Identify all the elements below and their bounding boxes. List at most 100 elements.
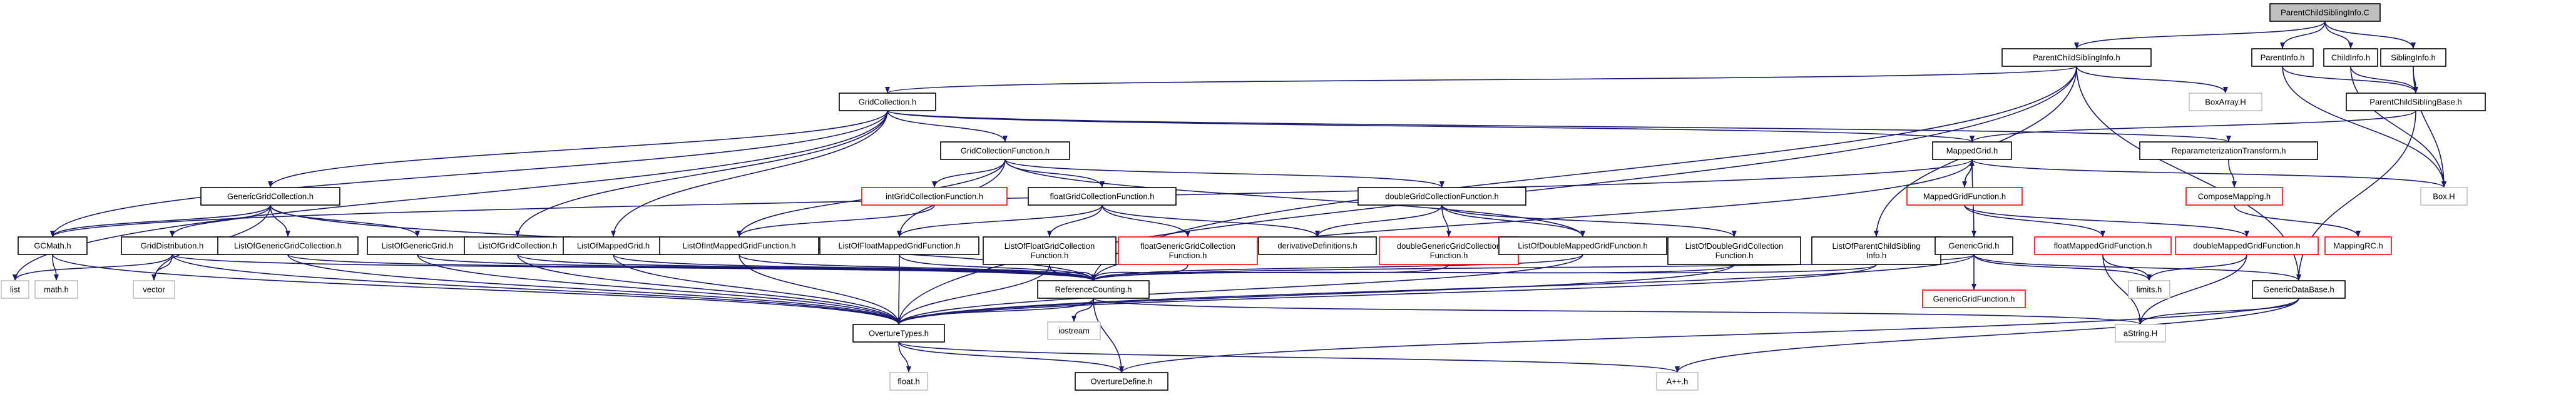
node-box-overturedefine bbox=[1075, 372, 1168, 391]
node-box-intgridcollfunc bbox=[861, 187, 1008, 206]
node-listofgenericgrid[interactable]: ListOfGenericGrid.h bbox=[367, 236, 468, 255]
node-box-gridcollfunc bbox=[940, 141, 1070, 160]
arrowhead-intgridcollfunc-to-listofintmgf bbox=[737, 231, 742, 237]
arrowhead-doublegridcollfunc-to-derivdefs bbox=[1315, 231, 1320, 237]
node-genericgridfunc[interactable]: GenericGridFunction.h bbox=[1922, 289, 2026, 308]
node-box-mappingrc bbox=[2324, 236, 2392, 255]
node-box-listoffloatgcf bbox=[983, 236, 1117, 265]
node-floatgridcollfunc[interactable]: floatGridCollectionFunction.h bbox=[1028, 187, 1177, 206]
arrowhead-genericgridcoll-to-listofgenericgridcoll bbox=[285, 231, 290, 237]
node-listofdoublemgf[interactable]: ListOfDoubleMappedGridFunction.h bbox=[1498, 236, 1667, 255]
arrowhead-genericgrid-to-limits bbox=[2147, 274, 2152, 281]
edge-doublemgf-to-astring bbox=[2140, 254, 2247, 325]
node-label-listoffloatgcf-1: ListOfFloatGridCollection bbox=[1004, 241, 1095, 251]
arrowhead-composemapping-to-mappingrc bbox=[2356, 231, 2361, 237]
edge-gridcollfunc-to-listofdoublemgf bbox=[1004, 159, 1583, 238]
node-box-floatgenericgcf bbox=[1118, 236, 1258, 265]
node-label-vector: vector bbox=[143, 285, 165, 294]
node-listoffloatmgf[interactable]: ListOfFloatMappedGridFunction.h bbox=[819, 236, 979, 255]
node-pcsinfo[interactable]: ParentChildSiblingInfo.h bbox=[2001, 48, 2152, 67]
arrowhead-gridcollection-to-mappedgrid bbox=[1970, 136, 1975, 142]
node-listofgridcoll[interactable]: ListOfGridCollection.h bbox=[464, 236, 571, 255]
node-listofgenericgridcoll[interactable]: ListOfGenericGridCollection.h bbox=[217, 236, 359, 255]
node-listofmappedgrid[interactable]: ListOfMappedGrid.h bbox=[563, 236, 664, 255]
node-label-griddistribution: GridDistribution.h bbox=[141, 241, 203, 251]
edge-genericgridcoll-to-listofgenericgridcoll bbox=[270, 204, 289, 238]
node-label-gcmath: GCMath.h bbox=[34, 241, 71, 251]
node-mappedgridfunc[interactable]: MappedGridFunction.h bbox=[1906, 187, 2023, 206]
arrowhead-gridcollfunc-to-floatgridcollfunc bbox=[1100, 181, 1105, 188]
node-box-listofpcs bbox=[1811, 236, 1941, 265]
edge-listofdoublemgf-to-refcounting bbox=[1093, 254, 1583, 281]
node-label-genericdatabase: GenericDataBase.h bbox=[2263, 285, 2334, 294]
node-siblinginfo[interactable]: SiblingInfo.h bbox=[2380, 48, 2446, 67]
edge-listofmappedgrid-to-refcounting bbox=[613, 254, 1094, 281]
node-griddistribution[interactable]: GridDistribution.h bbox=[121, 236, 223, 255]
node-box-astring bbox=[2115, 324, 2166, 343]
node-label-composemapping: ComposeMapping.h bbox=[2198, 192, 2271, 201]
node-floatmgf[interactable]: floatMappedGridFunction.h bbox=[2034, 236, 2172, 255]
node-box-doublegridcollfunc bbox=[1357, 187, 1526, 206]
node-pcsbase[interactable]: ParentChildSiblingBase.h bbox=[2346, 93, 2486, 111]
node-genericdatabase[interactable]: GenericDataBase.h bbox=[2252, 280, 2346, 299]
node-box-vector bbox=[133, 280, 175, 299]
arrowhead-mappedgrid-to-boxh bbox=[2441, 181, 2446, 188]
node-box-listofdoublemgf bbox=[1498, 236, 1667, 255]
node-parentinfo[interactable]: ParentInfo.h bbox=[2251, 48, 2314, 67]
node-composemapping[interactable]: ComposeMapping.h bbox=[2185, 187, 2283, 206]
edge-listoffloatgcf-to-overturetypes bbox=[898, 264, 1050, 325]
edge-refcounting-to-astring bbox=[1093, 298, 2141, 325]
node-gridcollfunc[interactable]: GridCollectionFunction.h bbox=[940, 141, 1070, 160]
node-box-pcsinfo bbox=[2001, 48, 2152, 67]
node-overturedefine[interactable]: OvertureDefine.h bbox=[1075, 372, 1168, 391]
node-refcounting[interactable]: ReferenceCounting.h bbox=[1037, 280, 1150, 299]
node-mappingrc[interactable]: MappingRC.h bbox=[2324, 236, 2392, 255]
node-floath: float.h bbox=[889, 372, 928, 391]
node-genericgridcoll[interactable]: GenericGridCollection.h bbox=[200, 187, 340, 206]
edge-gridcollfunc-to-doublegridcollfunc bbox=[1004, 159, 1443, 188]
node-label-pcsinfo: ParentChildSiblingInfo.h bbox=[2033, 53, 2120, 63]
node-gridcollection[interactable]: GridCollection.h bbox=[839, 93, 936, 111]
node-root[interactable]: ParentChildSiblingInfo.C bbox=[2269, 3, 2381, 22]
arrowhead-genericgridcoll-to-griddistribution bbox=[170, 231, 175, 237]
node-box-doublemgf bbox=[2175, 236, 2319, 255]
node-label-list: list bbox=[10, 285, 20, 294]
node-box-listofintmgf bbox=[659, 236, 819, 255]
edge-gcmath-to-overturetypes bbox=[52, 254, 899, 325]
node-childinfo[interactable]: ChildInfo.h bbox=[2323, 48, 2378, 67]
node-genericgrid[interactable]: GenericGrid.h bbox=[1935, 236, 2013, 255]
edge-listofgridcoll-to-refcounting bbox=[517, 254, 1094, 281]
edge-floatmgf-to-astring bbox=[2102, 254, 2141, 325]
edge-floatgridcollfunc-to-listoffloatmgf bbox=[899, 204, 1103, 238]
arrowhead-root-to-childinfo bbox=[2348, 43, 2353, 49]
node-label-doublegridcollfunc: doubleGridCollectionFunction.h bbox=[1385, 192, 1498, 201]
arrowhead-gridcollection-to-reparam bbox=[2226, 136, 2231, 142]
node-derivdefs[interactable]: derivativeDefinitions.h bbox=[1258, 236, 1377, 255]
node-doublemgf[interactable]: doubleMappedGridFunction.h bbox=[2175, 236, 2319, 255]
edge-listofgridcoll-to-overturetypes bbox=[517, 254, 899, 325]
node-label-overturedefine: OvertureDefine.h bbox=[1091, 377, 1153, 386]
node-listofintmgf[interactable]: ListOfIntMappedGridFunction.h bbox=[659, 236, 819, 255]
node-gcmath[interactable]: GCMath.h bbox=[18, 236, 88, 255]
arrowhead-overturetypes-to-overturedefine bbox=[1119, 366, 1124, 373]
node-mappedgrid[interactable]: MappedGrid.h bbox=[1932, 141, 2012, 160]
node-label-siblinginfo: SiblingInfo.h bbox=[2391, 53, 2436, 63]
node-label-listofgridcoll: ListOfGridCollection.h bbox=[478, 241, 557, 251]
node-intgridcollfunc[interactable]: intGridCollectionFunction.h bbox=[861, 187, 1008, 206]
edge-siblinginfo-to-boxh bbox=[2413, 66, 2445, 188]
node-overturetypes[interactable]: OvertureTypes.h bbox=[852, 324, 945, 343]
edge-gridcollection-to-listofgridcoll bbox=[517, 110, 888, 238]
edge-genericdatabase-to-astring bbox=[2140, 298, 2299, 325]
node-label-genericgridcoll: GenericGridCollection.h bbox=[227, 192, 314, 201]
arrowhead-genericgrid-to-refcounting bbox=[1091, 274, 1096, 281]
edge-gridcollection-to-gcmath bbox=[52, 110, 888, 238]
node-reparam[interactable]: ReparameterizationTransform.h bbox=[2139, 141, 2318, 160]
edge-overturetypes-to-app bbox=[898, 341, 1678, 373]
node-doublegridcollfunc[interactable]: doubleGridCollectionFunction.h bbox=[1357, 187, 1526, 206]
